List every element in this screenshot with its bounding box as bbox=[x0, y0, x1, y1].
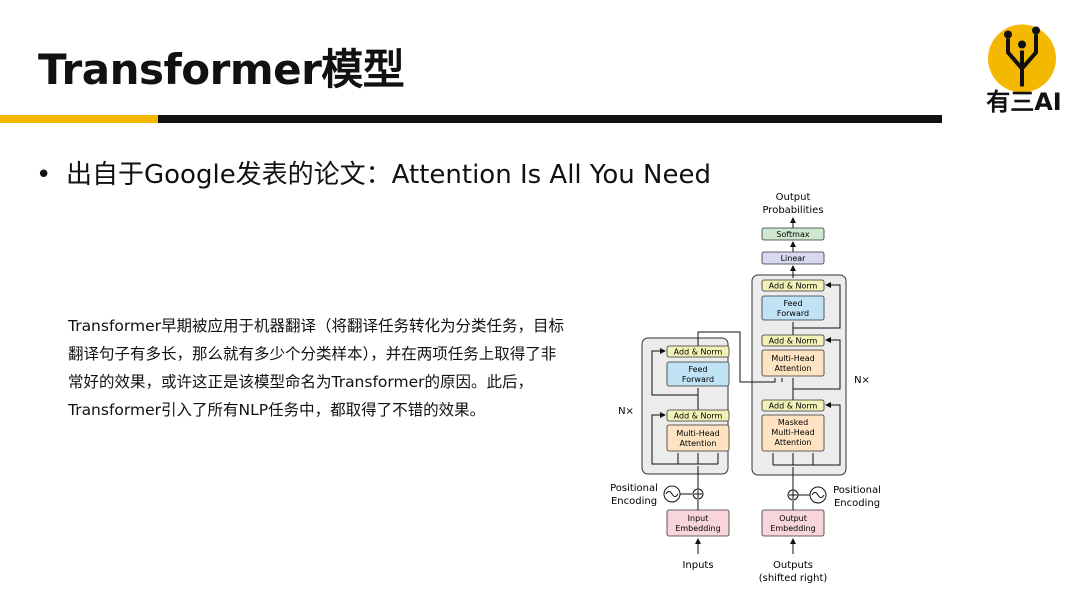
title-underline-accent bbox=[0, 115, 158, 123]
encoder-positional-label: Positional bbox=[610, 483, 658, 494]
svg-text:Forward: Forward bbox=[682, 375, 714, 384]
svg-text:Linear: Linear bbox=[781, 254, 807, 263]
encoder-block bbox=[641, 337, 729, 475]
svg-text:Encoding: Encoding bbox=[611, 496, 657, 507]
linear-box bbox=[761, 251, 825, 265]
svg-text:Attention: Attention bbox=[775, 438, 812, 447]
svg-text:Embedding: Embedding bbox=[675, 524, 720, 533]
svg-text:Output: Output bbox=[779, 514, 807, 523]
outputs-label: Outputs bbox=[773, 560, 813, 571]
svg-text:Softmax: Softmax bbox=[776, 230, 809, 239]
svg-text:Attention: Attention bbox=[775, 364, 812, 373]
svg-text:Multi-Head: Multi-Head bbox=[771, 428, 814, 437]
encoder-feed-forward bbox=[666, 361, 730, 387]
svg-text:Probabilities: Probabilities bbox=[762, 205, 823, 216]
inputs-label: Inputs bbox=[682, 560, 713, 571]
logo-text: 有三AI bbox=[986, 88, 1062, 116]
bullet-point: •出自于Google发表的论文：Attention Is All You Nee… bbox=[36, 160, 711, 190]
encoder-multi-head-attention bbox=[666, 424, 730, 452]
encoder-add-norm-1 bbox=[666, 409, 730, 422]
decoder-add-norm-1 bbox=[761, 399, 825, 412]
output-probabilities-label: Output bbox=[776, 192, 811, 203]
encoder-nx-label: N× bbox=[618, 406, 634, 417]
svg-text:Multi-Head: Multi-Head bbox=[676, 429, 719, 438]
svg-text:Masked: Masked bbox=[778, 418, 808, 427]
svg-text:Feed: Feed bbox=[783, 299, 802, 308]
decoder-multi-head-attention bbox=[761, 349, 825, 377]
svg-text:Encoding: Encoding bbox=[834, 498, 880, 509]
svg-text:Forward: Forward bbox=[777, 309, 809, 318]
svg-text:Add & Norm: Add & Norm bbox=[674, 348, 723, 357]
svg-text:Embedding: Embedding bbox=[770, 524, 815, 533]
svg-text:Input: Input bbox=[688, 514, 709, 523]
title-underline bbox=[158, 115, 942, 123]
svg-text:(shifted right): (shifted right) bbox=[759, 573, 828, 584]
decoder-masked-attention bbox=[761, 414, 825, 452]
svg-text:Add & Norm: Add & Norm bbox=[674, 412, 723, 421]
description-paragraph: Transformer早期被应用于机器翻译（将翻译任务转化为分类任务，目标翻译句… bbox=[68, 317, 565, 419]
bullet-text: 出自于Google发表的论文：Attention Is All You Need bbox=[66, 160, 711, 190]
decoder-feed-forward bbox=[761, 295, 825, 321]
svg-text:Multi-Head: Multi-Head bbox=[771, 354, 814, 363]
svg-text:Add & Norm: Add & Norm bbox=[769, 402, 818, 411]
decoder-add-norm-2 bbox=[761, 334, 825, 347]
softmax-box bbox=[761, 227, 825, 241]
decoder-positional-label: Positional bbox=[833, 485, 881, 496]
svg-text:Add & Norm: Add & Norm bbox=[769, 337, 818, 346]
transformer-diagram: Output Probabilities Softmax Linear Add … bbox=[610, 192, 881, 584]
svg-text:Attention: Attention bbox=[680, 439, 717, 448]
logo-icon bbox=[988, 24, 1056, 93]
decoder-nx-label: N× bbox=[854, 375, 870, 386]
decoder-add-norm-3 bbox=[761, 279, 825, 292]
page-title: Transformer模型 bbox=[38, 45, 405, 94]
svg-text:Feed: Feed bbox=[688, 365, 707, 374]
svg-text:Add & Norm: Add & Norm bbox=[769, 282, 818, 291]
